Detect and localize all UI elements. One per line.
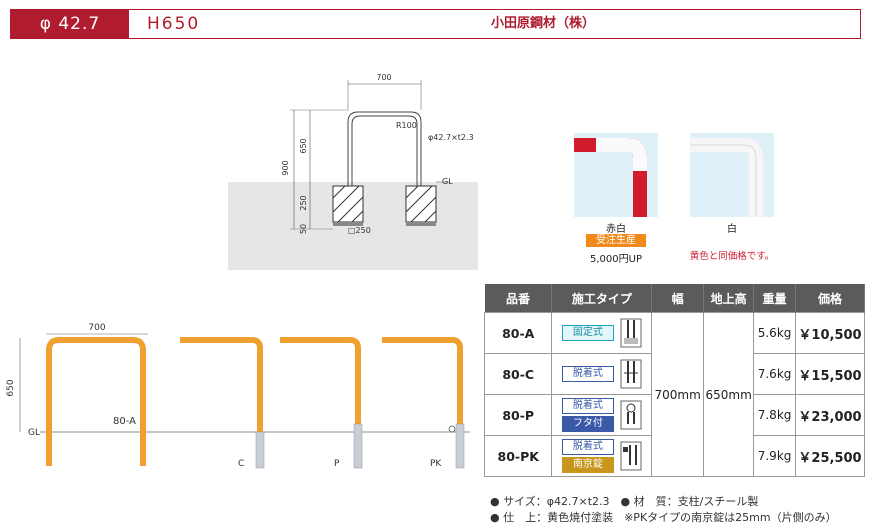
row-type: 脱着式: [551, 353, 653, 395]
white-name: 白: [727, 224, 737, 235]
table-row: 80-A 固定式 700mm 650mm 5.6kg ￥10,500: [483, 312, 865, 477]
padlock-install-icon: [620, 441, 642, 471]
footing-right: [405, 185, 437, 223]
bollard-p: [280, 337, 361, 432]
row-type: 脱着式フタ付: [551, 394, 653, 436]
row-code: 80-PK: [483, 435, 553, 477]
row-price: ￥23,000: [795, 394, 865, 436]
type-tag: 脱着式: [561, 398, 614, 414]
fixed-install-icon: [620, 318, 642, 348]
red-white-price: 5,000円UP: [590, 254, 642, 265]
table-row: 80-P 脱着式フタ付 7.8kg ￥23,000: [483, 394, 865, 436]
dim-650: 650: [299, 138, 308, 153]
title-bar: φ 42.7 H650 小田原鋼材（株）: [10, 9, 861, 39]
footer-line-2: ● 仕 上：黄色焼付塗装 ※PKタイプの南京錠は25mm（片側のみ）: [490, 511, 837, 524]
row-type: 脱着式南京錠: [551, 435, 653, 477]
bollard-pk: [382, 337, 463, 432]
type-tag: 固定式: [561, 325, 614, 341]
col-width: 幅: [651, 284, 705, 313]
base-size: □250: [348, 226, 371, 235]
type-tag: フタ付: [561, 416, 614, 432]
row-price: ￥15,500: [795, 353, 865, 395]
bollard-c: [180, 337, 263, 432]
col-height: 地上高: [703, 284, 755, 313]
height-label: H650: [147, 14, 201, 34]
spec-table: 品番 施工タイプ 幅 地上高 重量 価格 80-A 固定式 700mm 650m…: [483, 284, 865, 477]
lineup-pk: PK: [430, 459, 442, 469]
table-row: 80-PK 脱着式南京錠 7.9kg ￥25,500: [483, 435, 865, 477]
table-header-row: 品番 施工タイプ 幅 地上高 重量 価格: [484, 284, 865, 313]
footing-left: [332, 185, 364, 223]
dim-pipe: φ42.7×t2.3: [428, 133, 474, 142]
lineup-80a: 80-A: [113, 416, 136, 427]
row-code: 80-C: [483, 353, 553, 395]
row-price: ￥25,500: [795, 435, 865, 477]
gl-label: GL: [442, 177, 453, 186]
col-weight: 重量: [753, 284, 797, 313]
row-weight: 7.9kg: [753, 435, 797, 477]
width-cell: 700mm: [651, 312, 705, 477]
lineup-drawing: GL 650 700 80-A C P PK: [6, 323, 470, 469]
col-code: 品番: [484, 284, 553, 313]
red-white-swatch: [574, 133, 658, 217]
row-code: 80-P: [483, 394, 553, 436]
footer-line-1: ● サイズ：φ42.7×t2.3 ● 材 質：支柱/スチール製: [490, 495, 759, 508]
row-weight: 7.8kg: [753, 394, 797, 436]
table-row: 80-C 脱着式 7.6kg ￥15,500: [483, 353, 865, 395]
lineup-650: 650: [6, 379, 16, 396]
maker-label: 小田原鋼材（株）: [491, 16, 596, 31]
red-white-name: 赤白: [606, 224, 626, 235]
dim-radius: R100: [396, 121, 417, 130]
made-to-order-badge: 受注生産: [586, 234, 646, 247]
height-cell: 650mm: [703, 312, 755, 477]
lineup-p: P: [334, 459, 340, 469]
diameter-label: φ 42.7: [11, 10, 129, 38]
col-type: 施工タイプ: [551, 284, 653, 313]
row-weight: 7.6kg: [753, 353, 797, 395]
col-price: 価格: [795, 284, 865, 313]
lid-install-icon: [620, 400, 642, 430]
lineup-gl: GL: [28, 428, 40, 438]
type-tag: 南京錠: [561, 457, 614, 473]
type-tag: 脱着式: [561, 439, 614, 455]
dim-50: 50: [299, 224, 308, 234]
technical-drawing: 700 900 650 250 50 R100 φ42.7×t2.3 GL □2…: [228, 73, 478, 270]
type-tag: 脱着式: [561, 366, 614, 382]
removable-install-icon: [620, 359, 642, 389]
white-note: 黄色と同価格です。: [689, 251, 775, 262]
dim-250: 250: [299, 195, 308, 210]
row-code: 80-A: [483, 312, 553, 354]
bollard-80a: [46, 337, 146, 466]
row-price: ￥10,500: [795, 312, 865, 354]
row-type: 固定式: [551, 312, 653, 354]
white-swatch: [690, 133, 774, 217]
row-weight: 5.6kg: [753, 312, 797, 354]
dim-width: 700: [376, 73, 391, 82]
dim-900: 900: [281, 160, 290, 175]
lineup-c: C: [238, 459, 244, 469]
lineup-700: 700: [88, 323, 105, 333]
